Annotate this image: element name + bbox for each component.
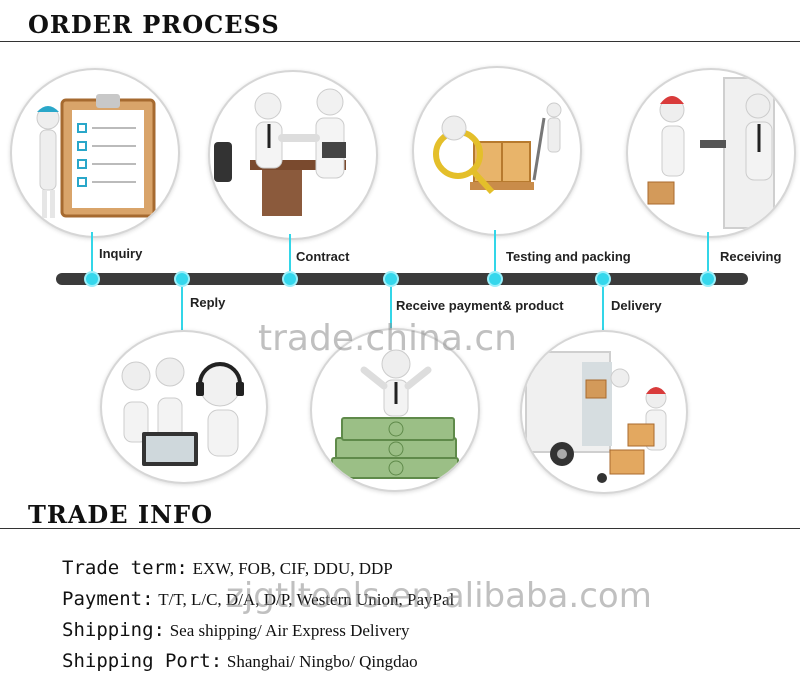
trade-row-port: Shipping Port: Shanghai/ Ningbo/ Qingdao xyxy=(62,650,418,672)
connector-reply xyxy=(181,286,183,330)
call-center-headset-icon xyxy=(121,357,244,466)
timeline-node-delivery xyxy=(595,271,611,287)
door-package-icon xyxy=(647,77,775,229)
shipping-port-key: Shipping Port: xyxy=(62,650,223,672)
shipping-value: Sea shipping/ Air Express Delivery xyxy=(169,621,410,640)
order-process-rule xyxy=(0,41,800,42)
timeline-node-contract xyxy=(282,271,298,287)
timeline-bar xyxy=(56,273,748,285)
connector-inquiry xyxy=(91,232,93,272)
trade-row-shipping: Shipping: Sea shipping/ Air Express Deli… xyxy=(62,619,410,641)
trade-term-value: EXW, FOB, CIF, DDU, DDP xyxy=(192,559,393,578)
money-stack-icon xyxy=(331,349,459,479)
contract-image xyxy=(208,70,378,240)
receiving-image xyxy=(626,68,796,238)
payment-key: Payment: xyxy=(62,588,154,610)
order-process-title: ORDER PROCESS xyxy=(28,10,280,39)
connector-contract xyxy=(289,234,291,272)
trade-row-term: Trade term: EXW, FOB, CIF, DDU, DDP xyxy=(62,557,393,579)
shipping-key: Shipping: xyxy=(62,619,165,641)
trade-info-title: TRADE INFO xyxy=(28,500,213,529)
handshake-icon xyxy=(214,88,346,216)
clipboard-checklist-icon xyxy=(36,94,156,218)
step-label-contract: Contract xyxy=(296,249,350,264)
step-label-testing: Testing and packing xyxy=(506,249,631,264)
delivery-image xyxy=(520,330,688,494)
step-label-inquiry: Inquiry xyxy=(99,246,143,261)
trade-row-payment: Payment: T/T, L/C, D/A, D/P, Western Uni… xyxy=(62,588,454,610)
step-label-delivery: Delivery xyxy=(611,298,662,313)
payment-image xyxy=(310,328,480,492)
connector-receiving xyxy=(707,232,709,272)
connector-testing xyxy=(494,230,496,272)
step-label-receiving: Receiving xyxy=(720,249,782,264)
watermark-top: trade.china.cn xyxy=(258,318,517,359)
step-label-reply: Reply xyxy=(190,295,226,310)
inquiry-image xyxy=(10,68,180,238)
trade-term-key: Trade term: xyxy=(62,557,188,579)
timeline-node-reply xyxy=(174,271,190,287)
shipping-port-value: Shanghai/ Ningbo/ Qingdao xyxy=(226,652,418,671)
step-label-payment: Receive payment& product xyxy=(396,298,564,313)
watermark-bottom: zjgtltools.en.alibaba.com xyxy=(226,576,652,616)
timeline-node-testing xyxy=(487,271,503,287)
timeline-node-payment xyxy=(383,271,399,287)
connector-delivery xyxy=(602,286,604,330)
reply-image xyxy=(100,330,268,484)
delivery-truck-icon xyxy=(525,351,667,483)
payment-value: T/T, L/C, D/A, D/P, Western Union, PayPa… xyxy=(158,590,455,609)
magnifier-pallet-icon xyxy=(433,102,562,195)
testing-packing-image xyxy=(412,66,582,236)
timeline-node-receiving xyxy=(700,271,716,287)
trade-info-rule xyxy=(0,528,800,529)
timeline-node-inquiry xyxy=(84,271,100,287)
connector-payment xyxy=(390,286,392,330)
